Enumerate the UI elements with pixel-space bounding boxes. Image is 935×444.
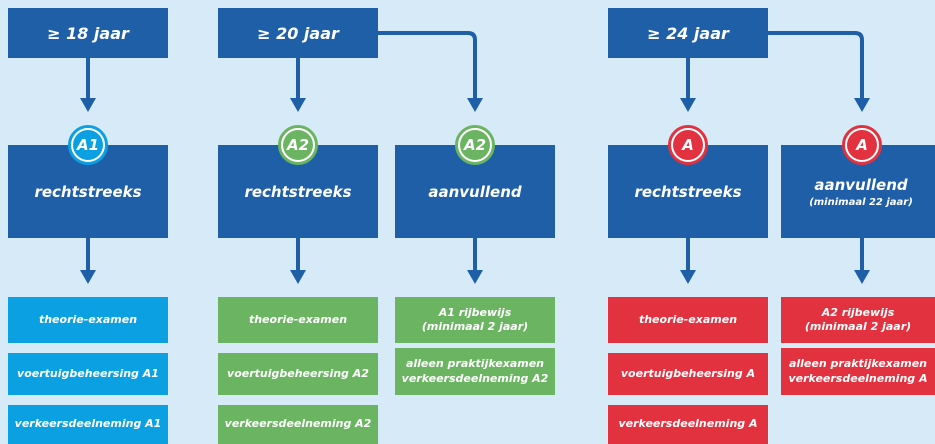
step-a-verkeer: verkeersdeelneming A [608,405,768,444]
step-a2-voertuig: voertuigbeheersing A2 [218,353,378,395]
step-a-voertuig: voertuigbeheersing A [608,353,768,395]
age-header-18: ≥ 18 jaar [8,8,168,58]
age-header-20: ≥ 20 jaar [218,8,378,58]
badge-a-aanvullend: A [842,125,882,165]
badge-a2-aanvullend: A2 [455,125,495,165]
badge-a1: A1 [68,125,108,165]
step-a1-voertuig: voertuigbeheersing A1 [8,353,168,395]
badge-a: A [668,125,708,165]
badge-label: A2 [460,130,490,160]
badge-label: A1 [73,130,103,160]
badge-a2: A2 [278,125,318,165]
step-a-aanvullend-rijbewijs: A2 rijbewijs (minimaal 2 jaar) [781,297,935,343]
step-a2-theorie: theorie-examen [218,297,378,343]
badge-label: A [847,130,877,160]
category-label: rechtstreeks [34,182,142,201]
step-a2-verkeer: verkeersdeelneming A2 [218,405,378,444]
step-a1-theorie: theorie-examen [8,297,168,343]
step-a2-aanvullend-rijbewijs: A1 rijbewijs (minimaal 2 jaar) [395,297,555,343]
category-a2-rechtstreeks: rechtstreeks [218,145,378,238]
step-a-aanvullend-praktijk: alleen praktijkexamen verkeersdeelneming… [781,348,935,395]
step-a1-verkeer: verkeersdeelneming A1 [8,405,168,444]
category-label: rechtstreeks [244,182,352,201]
badge-label: A2 [283,130,313,160]
category-label: rechtstreeks [634,182,742,201]
arrow-a2-aanvullend [378,31,477,100]
arrow-a-aanvullend [768,31,864,100]
age-header-24: ≥ 24 jaar [608,8,768,58]
step-a2-aanvullend-praktijk: alleen praktijkexamen verkeersdeelneming… [395,348,555,395]
category-label: aanvullend [428,182,522,201]
category-label: aanvullend [814,175,908,194]
step-a-theorie: theorie-examen [608,297,768,343]
category-sublabel: (minimaal 22 jaar) [809,196,913,208]
category-a-rechtstreeks: rechtstreeks [608,145,768,238]
badge-label: A [673,130,703,160]
